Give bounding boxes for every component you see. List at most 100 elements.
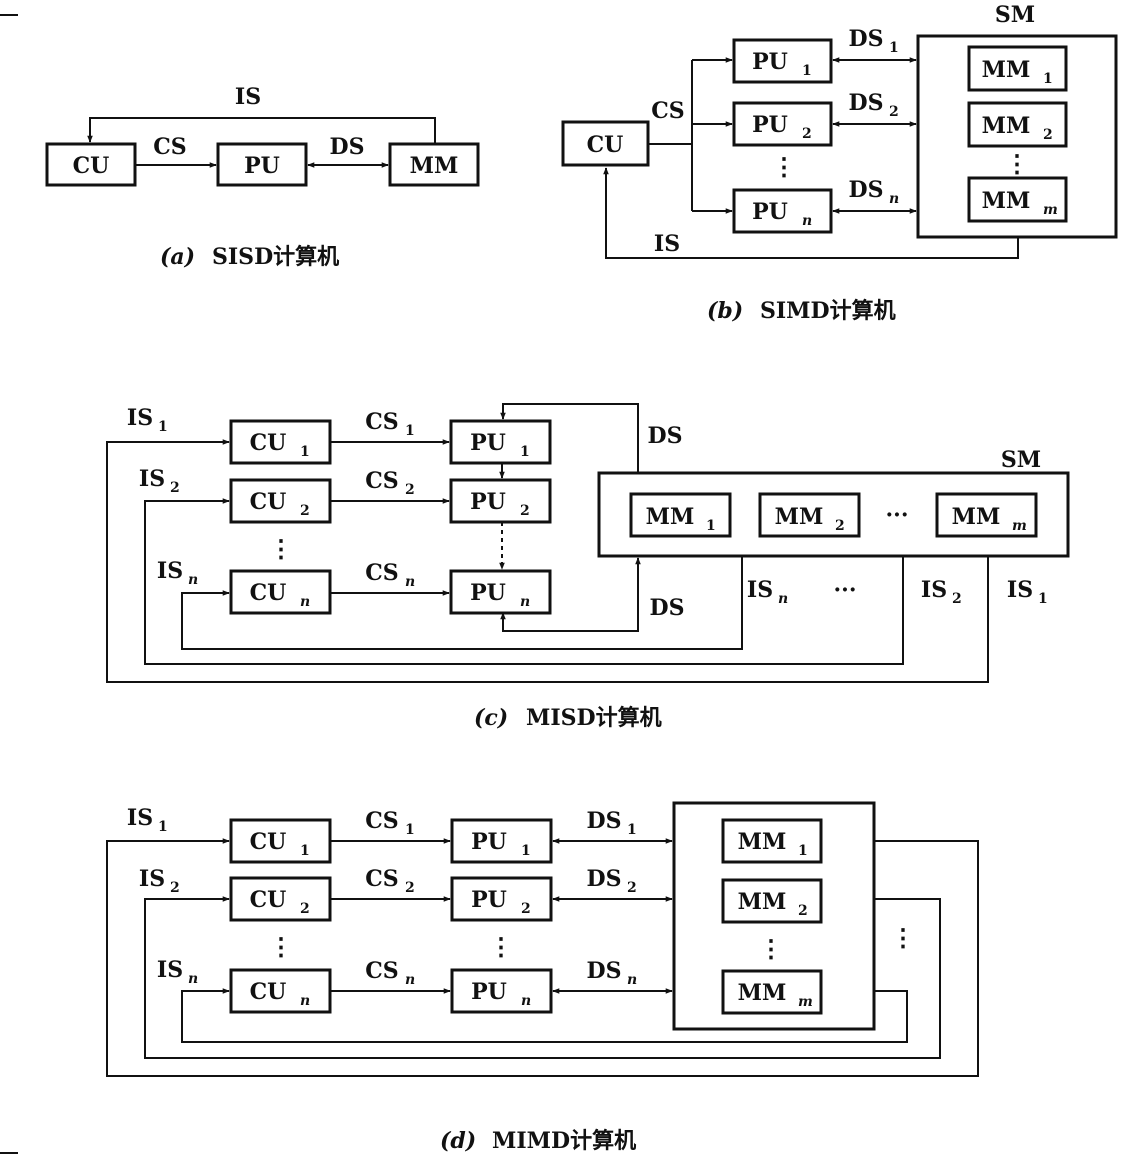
cs-label: CS: [365, 958, 398, 984]
ds-subscript: n: [627, 972, 637, 988]
is-feedback-line: [603, 167, 1019, 259]
is-n-line: [181, 556, 743, 650]
vertical-dots: ⋮: [489, 932, 513, 961]
is-subscript: n: [188, 971, 198, 987]
cu-subscript: 1: [300, 843, 310, 859]
pu-subscript: n: [802, 213, 812, 229]
cs-label: CS: [365, 560, 398, 586]
ds-out-line: [500, 557, 641, 632]
caption-text: SISD计算机: [212, 244, 339, 270]
cu-label: CU: [250, 580, 287, 606]
is-label: IS: [747, 577, 773, 603]
pu-box-n: [732, 188, 833, 234]
pu-box-2: [450, 876, 553, 922]
cu-label: CU: [250, 887, 287, 913]
mm-subscript: m: [1043, 202, 1058, 218]
cu-subscript: 1: [300, 444, 310, 460]
ds-bottom-label: DS: [650, 595, 685, 621]
cs-label: CS: [365, 468, 398, 494]
is-subscript: 1: [1038, 591, 1048, 607]
mm-box-m: [967, 176, 1068, 223]
is-label: IS: [235, 84, 261, 110]
horizontal-dots: ···: [886, 502, 909, 528]
caption-letter: (c): [474, 705, 508, 731]
vertical-dots: ⋮: [772, 152, 796, 181]
cs-subscript: 2: [405, 482, 415, 498]
is-subscript: 2: [170, 880, 180, 896]
vertical-dots: ⋮: [759, 934, 783, 963]
mm-box-2: [758, 492, 861, 538]
cs-label: CS: [153, 134, 186, 160]
pu-label: PU: [752, 112, 788, 138]
is-label: IS: [157, 957, 183, 983]
cu-subscript: 2: [300, 503, 310, 519]
vertical-dots: ⋮: [891, 923, 915, 952]
mm-box-2: [967, 101, 1068, 148]
mm-subscript: m: [1012, 518, 1027, 534]
is-label: IS: [139, 466, 165, 492]
pu-subscript: 2: [521, 901, 531, 917]
is-feedback-line: [87, 117, 436, 144]
is-1-line: [106, 439, 989, 683]
pu-box-2: [449, 478, 552, 524]
pu-box-n: [450, 968, 553, 1014]
cs-subscript: n: [405, 574, 415, 590]
cu-label: CU: [73, 153, 110, 179]
pu-label: PU: [471, 979, 507, 1005]
cu-box-1: [229, 818, 332, 864]
cs-label: CS: [365, 409, 398, 435]
pu-label: PU: [471, 887, 507, 913]
ds-label: DS: [587, 808, 622, 834]
ds-label: DS: [849, 26, 884, 52]
is-subscript: 1: [158, 419, 168, 435]
mm-subscript: 1: [1043, 71, 1053, 87]
pu-subscript: 1: [521, 843, 531, 859]
mm-label: MM: [738, 829, 787, 855]
diagram-simd: CU PU 1 PU 2 ⋮ PU n CS SM MM 1 MM 2 ⋮ MM…: [561, 2, 1118, 324]
mm-label: MM: [982, 188, 1031, 214]
cu-subscript: n: [300, 594, 310, 610]
mm-label: MM: [982, 57, 1031, 83]
pu-label: PU: [470, 430, 506, 456]
mm-label: MM: [952, 504, 1001, 530]
is-subscript: n: [188, 572, 198, 588]
ds-in-line: [500, 403, 639, 473]
ds-subscript: 1: [627, 822, 637, 838]
diagram-mimd: CU 1 CU 2 ⋮ CU n PU 1 PU 2 ⋮ PU n CS 1 C…: [106, 801, 979, 1154]
cu-label: CU: [587, 132, 624, 158]
pu-label: PU: [244, 153, 280, 179]
is-n-line: [181, 988, 908, 1043]
mm-label: MM: [738, 889, 787, 915]
ds-label: DS: [587, 958, 622, 984]
sm-label: SM: [1001, 447, 1041, 473]
ds-subscript: 2: [627, 880, 637, 896]
caption-text: MISD计算机: [526, 705, 662, 731]
is-2-line: [144, 896, 941, 1059]
ds-subscript: n: [889, 191, 899, 207]
pu-subscript: 1: [802, 63, 812, 79]
diagram-sisd: CU PU MM CS DS IS (a) SISD计算机: [45, 84, 480, 270]
cu-box: [561, 120, 650, 167]
cu-label: CU: [250, 979, 287, 1005]
cu-box-n: [229, 569, 332, 615]
cs-subscript: 1: [405, 822, 415, 838]
mm-label: MM: [982, 113, 1031, 139]
is-label: IS: [127, 805, 153, 831]
vertical-dots: ⋮: [1005, 149, 1029, 178]
is-label: IS: [921, 577, 947, 603]
is-subscript: 2: [952, 591, 962, 607]
ds-subscript: 1: [889, 40, 899, 56]
is-subscript: n: [778, 591, 788, 607]
mm-subscript: 1: [798, 843, 808, 859]
mm-subscript: m: [798, 994, 813, 1010]
pu-label: PU: [752, 199, 788, 225]
is-subscript: 2: [170, 480, 180, 496]
cu-label: CU: [250, 430, 287, 456]
horizontal-dots: ···: [834, 577, 857, 603]
cu-subscript: n: [300, 993, 310, 1009]
pu-label: PU: [470, 580, 506, 606]
cu-subscript: 2: [300, 901, 310, 917]
mm-box: [388, 142, 480, 187]
cu-box-2: [229, 478, 332, 524]
